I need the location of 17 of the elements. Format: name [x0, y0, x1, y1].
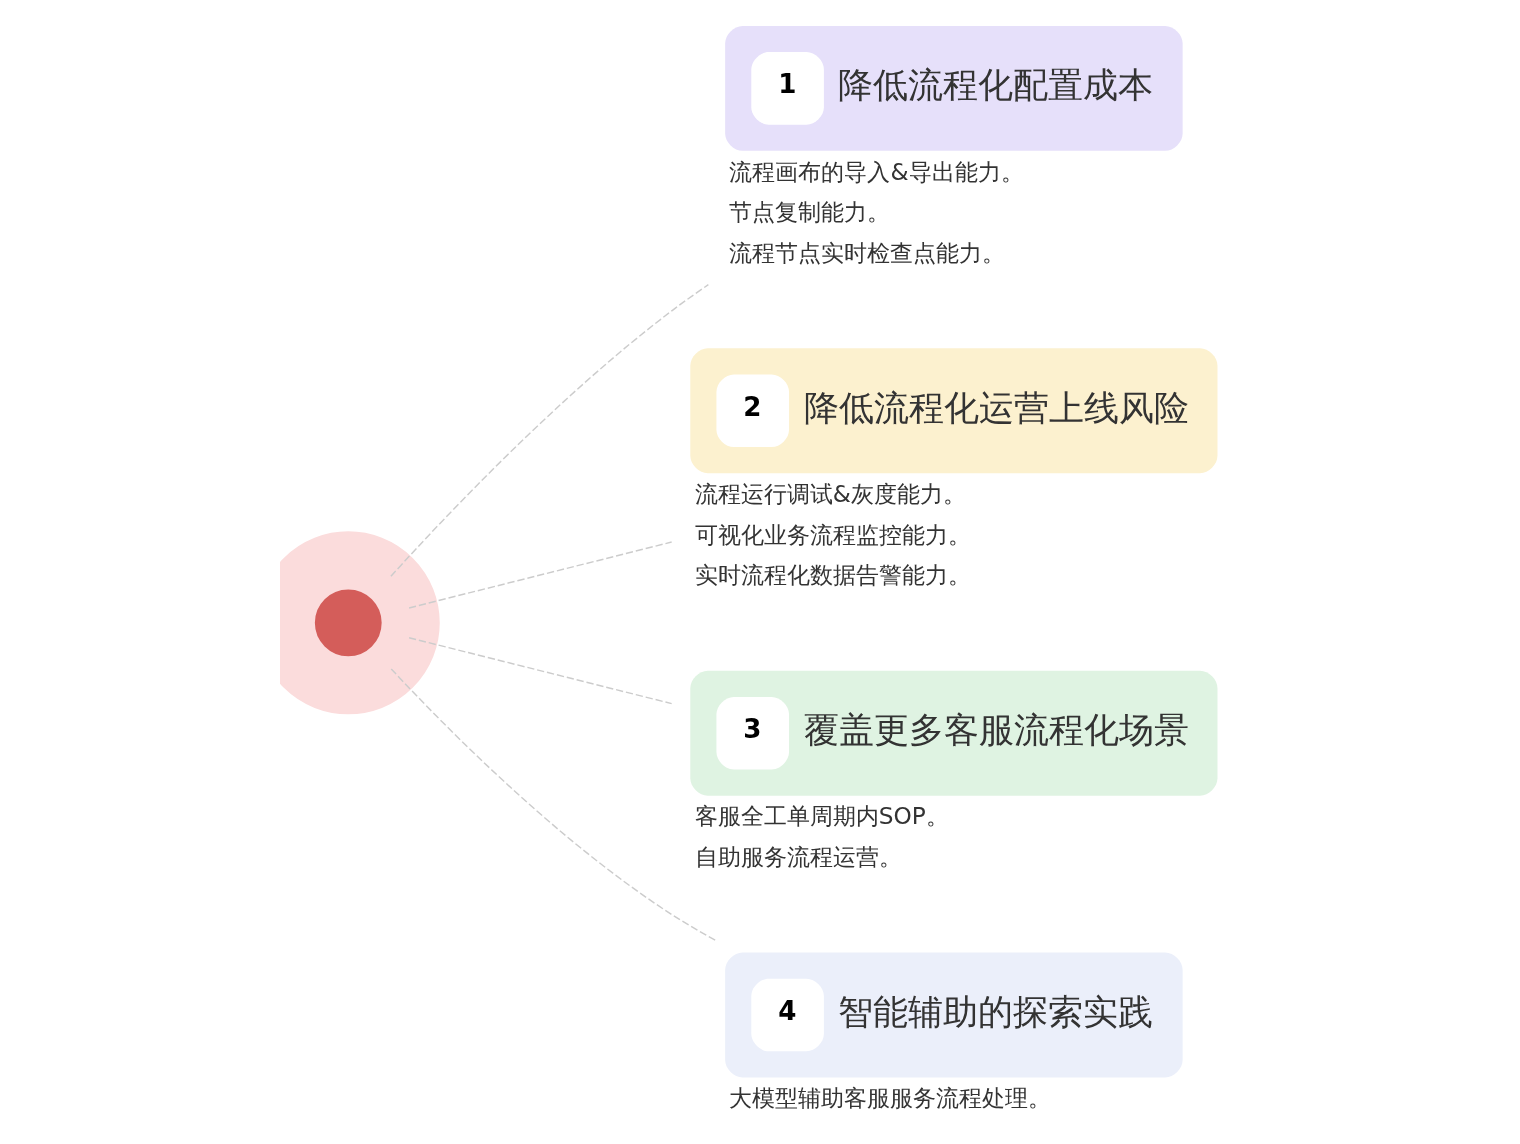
- node-box: 2 降低流程化运营上线风险: [690, 348, 1218, 474]
- node-label: 节点复制能力。: [729, 198, 891, 226]
- connector: [408, 637, 673, 705]
- connector: [408, 541, 673, 609]
- node-box: 1 降低流程化配置成本: [725, 25, 1183, 151]
- node-label: 流程运行调试&灰度能力。: [694, 480, 966, 507]
- node-label: 客服全工单周期内SOP。: [694, 802, 949, 830]
- node-label: 流程画布的导入&导出能力。: [729, 157, 1024, 185]
- node-label: 实时流程化数据告警能力。: [694, 561, 971, 589]
- node-label: 可视化业务流程监控能力。: [694, 520, 971, 548]
- connector: [390, 283, 710, 577]
- node-box: 3 覆盖更多客服流程化场景: [690, 670, 1218, 796]
- connector: [390, 668, 717, 942]
- node-label: 自助服务流程运营。: [694, 843, 902, 871]
- node-label: 大模型辅助客服服务流程处理。: [729, 1084, 1052, 1112]
- node-label: 流程节点实时检查点能力。: [729, 238, 1006, 266]
- node-circle: [280, 531, 440, 715]
